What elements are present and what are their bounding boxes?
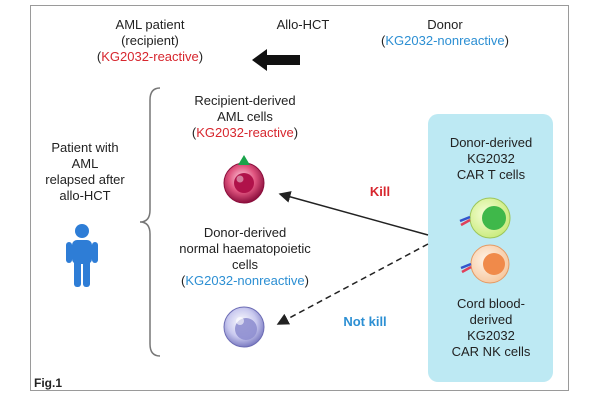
donor-status: KG2032-nonreactive bbox=[385, 33, 505, 48]
not-kill-label: Not kill bbox=[343, 314, 387, 329]
person-icon bbox=[66, 224, 98, 287]
paren-open: ( bbox=[181, 273, 186, 288]
car-nk-line1: Cord blood- bbox=[457, 296, 525, 311]
recipient-line1: AML patient bbox=[115, 17, 185, 32]
car-t-label: Donor-derived KG2032 CAR T cells bbox=[432, 135, 550, 183]
patient-line2: AML bbox=[71, 156, 99, 171]
patient-line3: relapsed after bbox=[45, 172, 125, 187]
aml-status: KG2032-reactive bbox=[196, 125, 294, 140]
paren-close: ) bbox=[504, 33, 509, 48]
aml-cell-icon bbox=[223, 155, 265, 204]
recipient-status-line: (KG2032-reactive) bbox=[75, 49, 225, 65]
paren-open: ( bbox=[96, 49, 102, 64]
normal-status-line: (KG2032-nonreactive) bbox=[150, 273, 340, 289]
patient-label: Patient with AML relapsed after allo-HCT bbox=[35, 140, 135, 204]
donor-line1: Donor bbox=[427, 17, 463, 32]
car-t-cell-icon bbox=[459, 197, 511, 239]
patient-line1: Patient with bbox=[51, 140, 119, 155]
aml-status-line: (KG2032-reactive) bbox=[165, 125, 325, 141]
paren-close: ) bbox=[198, 49, 204, 64]
normal-status: KG2032-nonreactive bbox=[185, 273, 305, 288]
normal-line2: normal haematopoietic bbox=[179, 241, 311, 256]
paren-open: ( bbox=[381, 33, 386, 48]
car-t-line3: CAR T cells bbox=[456, 167, 526, 182]
recipient-line2: (recipient) bbox=[121, 33, 179, 48]
car-nk-line3: KG2032 bbox=[467, 328, 515, 343]
car-nk-line2: derived bbox=[469, 312, 513, 327]
transplant-arrow bbox=[252, 49, 300, 71]
donor-label: Donor (KG2032-nonreactive) bbox=[360, 17, 530, 49]
recipient-label: AML patient (recipient) (KG2032-reactive… bbox=[75, 17, 225, 65]
paren-close: ) bbox=[293, 125, 299, 140]
car-nk-cell-icon bbox=[460, 244, 510, 284]
normal-line1: Donor-derived bbox=[203, 225, 287, 240]
car-t-line1: Donor-derived bbox=[449, 135, 533, 150]
normal-cell-icon bbox=[223, 306, 265, 348]
aml-cells-label: Recipient-derived AML cells (KG2032-reac… bbox=[165, 93, 325, 141]
figure-frame bbox=[30, 5, 569, 391]
kill-label: Kill bbox=[369, 184, 391, 199]
paren-close: ) bbox=[304, 273, 309, 288]
car-nk-label: Cord blood- derived KG2032 CAR NK cells bbox=[432, 296, 550, 360]
transplant-label: Allo-HCT bbox=[276, 17, 330, 32]
donor-status-line: (KG2032-nonreactive) bbox=[360, 33, 530, 49]
not-kill-arrow bbox=[276, 243, 429, 325]
figure-label: Fig.1 bbox=[34, 376, 63, 390]
aml-line1: Recipient-derived bbox=[194, 93, 296, 108]
aml-line2: AML cells bbox=[217, 109, 273, 124]
recipient-status: KG2032-reactive bbox=[101, 49, 199, 64]
bracket bbox=[139, 87, 161, 357]
normal-cells-label: Donor-derived normal haematopoietic cell… bbox=[150, 225, 340, 289]
normal-line3: cells bbox=[231, 257, 258, 272]
kill-arrow bbox=[278, 191, 429, 236]
car-t-line2: KG2032 bbox=[467, 151, 515, 166]
patient-line4: allo-HCT bbox=[59, 188, 111, 203]
paren-open: ( bbox=[191, 125, 197, 140]
car-nk-line4: CAR NK cells bbox=[451, 344, 531, 359]
